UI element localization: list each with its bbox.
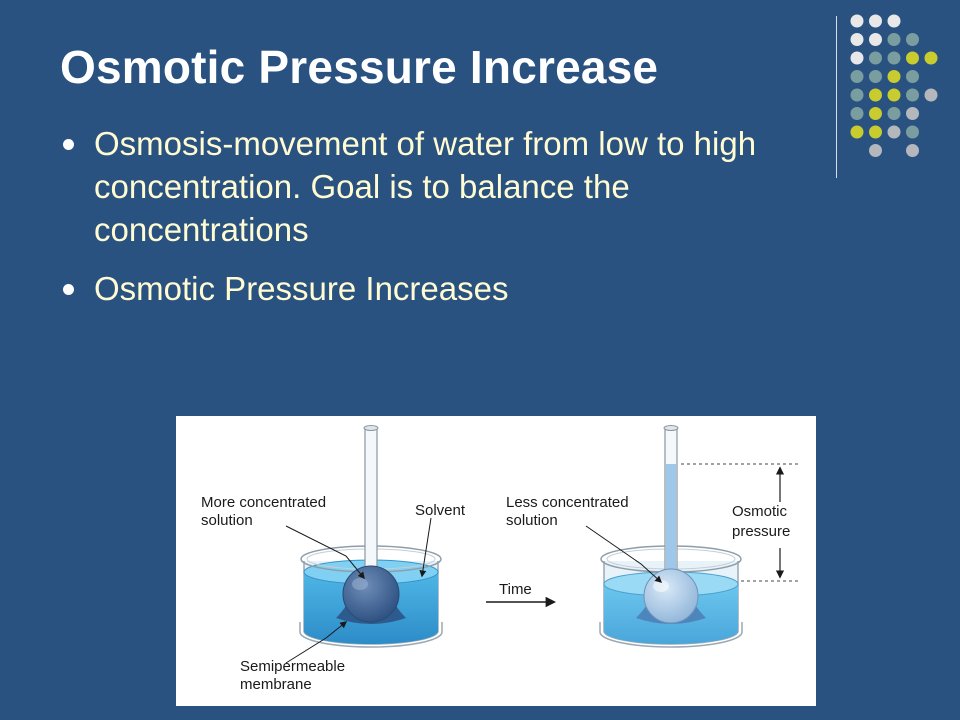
decorative-dot: [869, 107, 882, 120]
decorative-dot: [850, 33, 864, 46]
decorative-dot: [887, 88, 901, 102]
bullet-list: Osmosis-movement of water from low to hi…: [60, 122, 820, 326]
right-osmometer: [636, 425, 706, 624]
decorative-dot: [887, 14, 901, 28]
decorative-dot: [850, 14, 864, 28]
decorative-dot: [906, 70, 919, 83]
decorative-dot-grid: [850, 14, 938, 157]
decorative-dot: [850, 107, 864, 120]
label-more-concentrated-2: solution: [201, 512, 253, 529]
leader-semipermeable: [285, 621, 348, 664]
decorative-dot: [906, 88, 919, 102]
slide-title: Osmotic Pressure Increase: [60, 41, 659, 93]
decorative-dot: [869, 14, 882, 28]
osmosis-diagram: More concentrated solution Solvent Less …: [176, 416, 816, 706]
decorative-dot: [850, 88, 864, 102]
decorative-dot: [869, 144, 882, 157]
decorative-dot: [850, 125, 864, 139]
label-less-concentrated-2: solution: [506, 512, 558, 529]
leader-more-concentrated: [285, 525, 365, 580]
bullet-dot-icon: [63, 139, 74, 150]
leader-less-concentrated: [585, 525, 663, 583]
label-semipermeable: Semipermeable: [240, 658, 345, 675]
label-pressure: pressure: [732, 523, 790, 540]
label-time: Time: [499, 581, 532, 598]
decorative-dot: [906, 125, 919, 139]
label-membrane: membrane: [240, 676, 312, 693]
decorative-dot: [887, 51, 901, 65]
decorative-dot: [869, 33, 882, 46]
decorative-divider-line: [836, 16, 837, 178]
bullet-dot-icon: [63, 284, 74, 295]
decorative-dot: [887, 33, 901, 46]
decorative-dot: [887, 125, 901, 139]
decorative-dot: [850, 70, 864, 83]
decorative-dot: [906, 107, 919, 120]
decorative-dot: [850, 51, 864, 65]
label-less-concentrated: Less concentrated: [506, 494, 629, 511]
decorative-dot: [887, 70, 901, 83]
label-osmotic: Osmotic: [732, 503, 788, 520]
decorative-dot: [906, 51, 919, 65]
decorative-dot: [869, 70, 882, 83]
bullet-text: Osmosis-movement of water from low to hi…: [94, 125, 757, 248]
decorative-dot: [906, 33, 919, 46]
label-more-concentrated: More concentrated: [201, 494, 326, 511]
left-osmometer: [336, 425, 406, 624]
bullet-item: Osmotic Pressure Increases: [60, 267, 820, 310]
decorative-dot: [906, 144, 919, 157]
decorative-dot: [869, 51, 882, 65]
decorative-dot: [887, 107, 901, 120]
decorative-dot: [924, 88, 938, 102]
osmosis-diagram-svg: More concentrated solution Solvent Less …: [201, 425, 801, 693]
leader-solvent: [419, 517, 432, 578]
bullet-item: Osmosis-movement of water from low to hi…: [60, 122, 820, 251]
decorative-dot: [869, 88, 882, 102]
bullet-text: Osmotic Pressure Increases: [94, 270, 509, 307]
decorative-dot: [924, 51, 938, 65]
label-solvent: Solvent: [415, 502, 466, 519]
decorative-dot: [869, 125, 882, 139]
